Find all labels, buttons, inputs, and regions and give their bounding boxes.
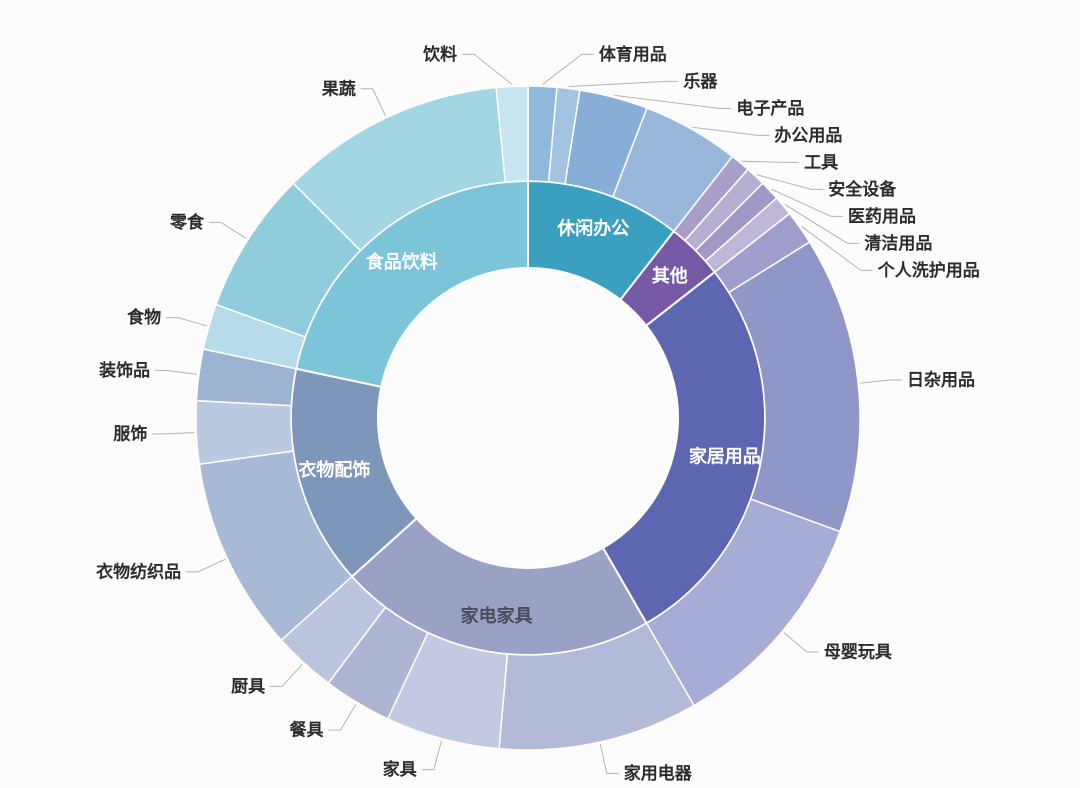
label-leader-line: [801, 226, 873, 271]
label-leader-line: [599, 743, 619, 774]
outer-ring-label: 食物: [127, 307, 161, 327]
outer-ring-label: 日杂用品: [907, 369, 975, 389]
outer-ring-label: 办公用品: [774, 125, 842, 145]
label-leader-line: [860, 379, 903, 384]
outer-ring-label: 安全设备: [828, 179, 897, 199]
inner-ring-label: 休闲办公: [556, 217, 629, 238]
outer-ring-label: 家具: [383, 759, 417, 779]
label-leader-line: [328, 704, 357, 731]
outer-ring-label: 医药用品: [848, 206, 916, 226]
label-leader-line: [421, 740, 443, 771]
label-leader-line: [771, 188, 844, 217]
label-leader-line: [360, 88, 386, 117]
outer-ring-label: 果蔬: [322, 79, 356, 98]
inner-ring-label: 衣物配饰: [298, 459, 370, 480]
outer-ring-label: 零食: [169, 212, 205, 232]
outer-ring-label: 服饰: [113, 423, 147, 443]
outer-ring-label: 工具: [804, 153, 838, 172]
inner-ring-label: 食品饮料: [365, 251, 438, 272]
outer-ring-label: 体育用品: [599, 44, 667, 64]
outer-ring-label: 母婴玩具: [824, 642, 892, 661]
label-leader-line: [614, 94, 732, 109]
outer-ring-label: 个人洗护用品: [877, 260, 980, 280]
label-leader-line: [166, 317, 208, 327]
label-leader-line: [568, 80, 679, 87]
inner-ring-label: 其他: [652, 265, 688, 286]
outer-ring-label: 乐器: [683, 72, 718, 91]
sunburst-outer-segment[interactable]: [495, 85, 529, 183]
outer-ring-label: 厨具: [231, 677, 265, 696]
label-leader-line: [209, 221, 247, 239]
outer-ring-label: 餐具: [290, 720, 324, 740]
label-leader-line: [155, 369, 197, 375]
label-leader-line: [784, 204, 860, 244]
label-leader-line: [462, 53, 513, 85]
outer-ring-label: 装饰品: [98, 360, 150, 380]
outer-ring-label: 电子产品: [736, 98, 804, 118]
outer-ring-label: 家用电器: [624, 763, 693, 783]
inner-ring-label: 家居用品: [689, 445, 761, 466]
label-leader-line: [741, 160, 800, 163]
label-leader-line: [692, 126, 770, 136]
label-leader-line: [783, 632, 819, 653]
outer-ring-label: 清洁用品: [864, 233, 932, 253]
label-leader-line: [756, 174, 824, 190]
label-leader-line: [270, 663, 303, 687]
outer-ring-label: 衣物纺织品: [96, 561, 181, 581]
label-leader-line: [186, 558, 226, 573]
inner-ring-label: 家电家具: [461, 605, 533, 626]
label-leader-line: [542, 53, 594, 85]
label-leader-line: [152, 432, 195, 435]
outer-ring-label: 饮料: [422, 44, 457, 64]
